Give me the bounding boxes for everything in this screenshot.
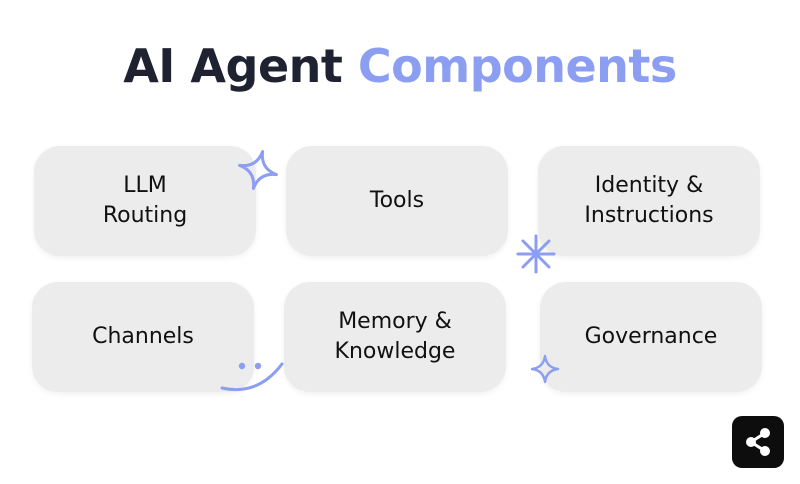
component-card-identity-instructions: Identity & Instructions	[538, 146, 760, 256]
component-label: Tools	[369, 188, 425, 213]
component-label: Channels	[92, 324, 194, 349]
share-icon	[746, 428, 770, 456]
component-card-governance: Governance	[540, 282, 762, 392]
share-button[interactable]	[732, 416, 784, 468]
small-sparkle-icon	[530, 354, 560, 384]
component-card-tools: Tools	[286, 146, 508, 256]
component-card-channels: Channels	[32, 282, 254, 392]
component-label: LLM Routing	[102, 173, 188, 228]
component-card-llm-routing: LLM Routing	[34, 146, 256, 256]
smile-icon	[220, 362, 284, 392]
title-prefix: AI Agent	[123, 39, 343, 93]
page-title: AI Agent Components	[0, 36, 800, 96]
sparkle-icon	[238, 150, 278, 190]
component-card-memory-knowledge: Memory & Knowledge	[284, 282, 506, 392]
component-label: Identity & Instructions	[584, 173, 714, 228]
component-label: Governance	[584, 324, 718, 349]
asterisk-icon	[516, 234, 556, 274]
title-accent: Components	[357, 39, 677, 93]
component-label: Memory & Knowledge	[334, 309, 456, 364]
